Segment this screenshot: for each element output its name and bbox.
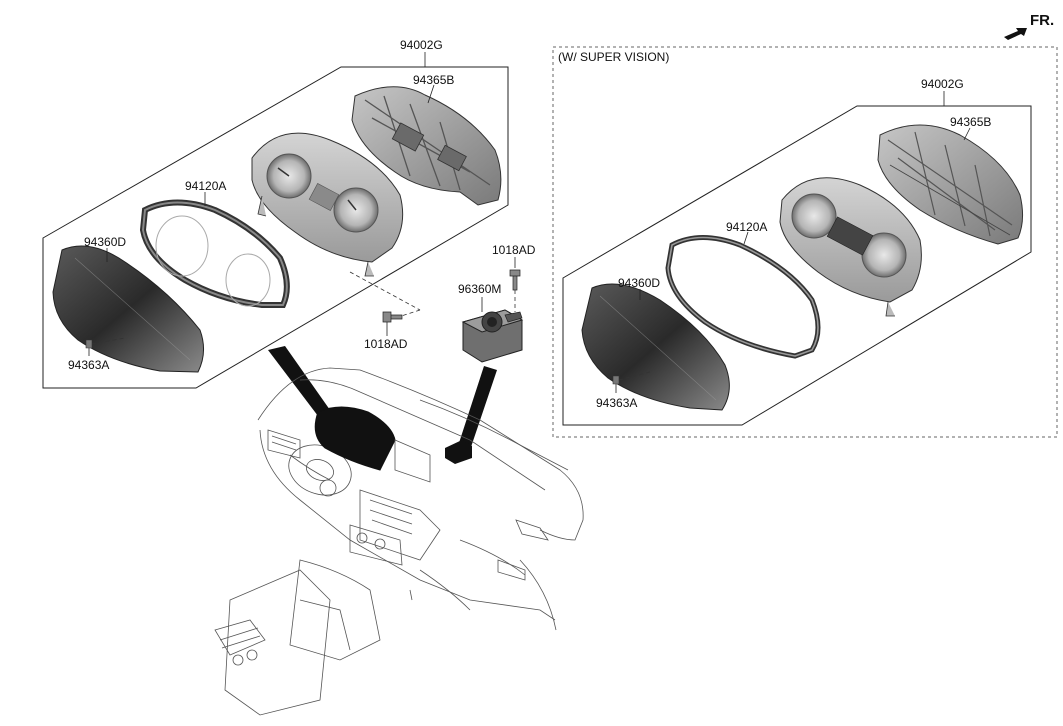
- cluster-window-left: [139, 192, 290, 308]
- super-vision-dashed-box: [552, 46, 1058, 438]
- super-vision-title: (W/ SUPER VISION): [558, 50, 669, 64]
- label-94120A-left: 94120A: [185, 179, 226, 193]
- label-94365B-right: 94365B: [950, 115, 991, 129]
- label-94363A-right: 94363A: [596, 396, 637, 410]
- cluster-window-right: [665, 231, 821, 359]
- label-94360D-left: 94360D: [84, 235, 126, 249]
- screw-icon: [382, 311, 403, 323]
- standard-cluster-frame: [42, 66, 509, 389]
- screw-cluster: [349, 271, 421, 336]
- label-94363A-left: 94363A: [68, 358, 109, 372]
- module-screw-icon: [509, 269, 521, 291]
- super-vision-group: (W/ SUPER VISION) 94002G 94365B 94120A: [552, 46, 1058, 438]
- module-96360M: [461, 309, 524, 363]
- front-label: FR.: [1030, 12, 1054, 29]
- cluster-glass-left: [52, 245, 204, 373]
- front-arrow-icon: [1004, 28, 1027, 40]
- label-94002G-left: 94002G: [400, 38, 443, 52]
- super-vision-cluster-frame: [562, 105, 1032, 426]
- label-1018AD-module: 1018AD: [492, 243, 536, 257]
- gauge-unit-right: [779, 177, 922, 317]
- clip-left: [85, 337, 126, 356]
- module-group: 1018AD 96360M: [268, 243, 536, 450]
- case-leader-left: [427, 84, 435, 104]
- label-96360M: 96360M: [458, 282, 501, 296]
- cluster-case-left: [351, 84, 502, 206]
- gauge-unit-left: [251, 132, 404, 277]
- label-94120A-right: 94120A: [726, 220, 767, 234]
- dashboard-illustration: [214, 367, 584, 716]
- standard-cluster-group: 94002G 94365B 94120A: [42, 38, 509, 389]
- clip-right: [612, 371, 651, 393]
- label-94365B-left: 94365B: [413, 73, 454, 87]
- label-94360D-right: 94360D: [618, 276, 660, 290]
- label-1018AD-cluster: 1018AD: [364, 337, 408, 351]
- pointer-arrow-module: [458, 366, 497, 450]
- cluster-case-right: [877, 124, 1024, 245]
- cluster-glass-right: [581, 283, 730, 411]
- front-direction-indicator: FR.: [1004, 12, 1054, 40]
- pointer-arrow-cluster: [268, 346, 330, 416]
- label-94002G-right: 94002G: [921, 77, 964, 91]
